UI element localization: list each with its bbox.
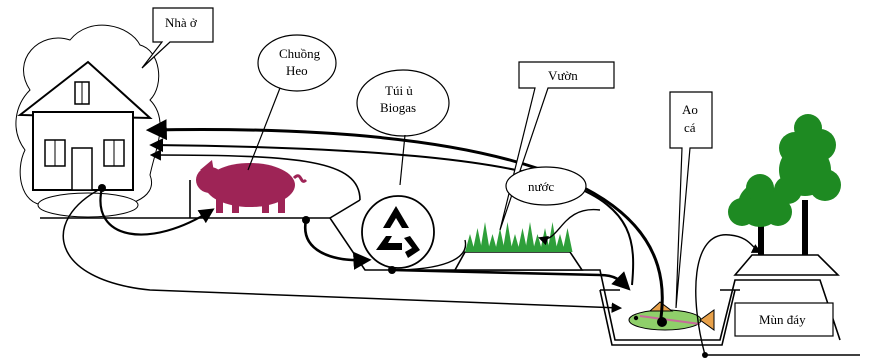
garden-plant — [517, 228, 528, 252]
house-label: Nhà ở — [165, 15, 198, 30]
pig-callout: Chuồng Heo — [247, 34, 337, 171]
sediment-callout: Mùn đáy — [734, 302, 834, 337]
garden-plant — [487, 234, 498, 252]
pond-label-1: Ao — [682, 102, 698, 117]
flow-nodes — [98, 184, 708, 358]
garden-plant — [495, 228, 505, 252]
biogas-label-2: Biogas — [380, 100, 416, 115]
biogas-label-1: Túi ủ — [385, 83, 413, 98]
garden-plant — [510, 234, 520, 252]
pig-label-1: Chuồng — [279, 46, 321, 61]
garden-plant — [465, 234, 475, 252]
garden-plant — [472, 228, 483, 252]
garden-plant — [532, 234, 543, 252]
garden-plant — [555, 234, 565, 252]
sediment-label: Mùn đáy — [759, 312, 806, 327]
water-callout: nước — [505, 166, 587, 206]
garden-plant — [525, 222, 535, 252]
house-icon — [15, 24, 161, 218]
vegetable-garden-icon — [453, 222, 584, 271]
house-callout: Nhà ở — [141, 7, 214, 69]
garden-plant — [502, 222, 513, 252]
ground-line — [40, 180, 841, 341]
recycle-icon — [361, 195, 435, 269]
pig-icon — [196, 160, 308, 213]
garden-plant — [562, 228, 573, 252]
pond-label-2: cá — [684, 120, 696, 135]
flow-arrows — [62, 119, 860, 356]
pond-callout: Ao cá — [669, 91, 713, 309]
fish-icon — [628, 301, 715, 331]
pond — [599, 289, 736, 346]
tree-mound — [733, 254, 840, 276]
garden-plant — [547, 222, 558, 252]
biogas-callout: Túi ủ Biogas — [356, 69, 450, 186]
water-label: nước — [528, 179, 554, 194]
garden-callout: Vườn — [499, 61, 615, 231]
pig-label-2: Heo — [286, 63, 308, 78]
garden-plant — [480, 222, 490, 252]
garden-label: Vườn — [548, 68, 578, 83]
tree-icon — [728, 114, 841, 255]
